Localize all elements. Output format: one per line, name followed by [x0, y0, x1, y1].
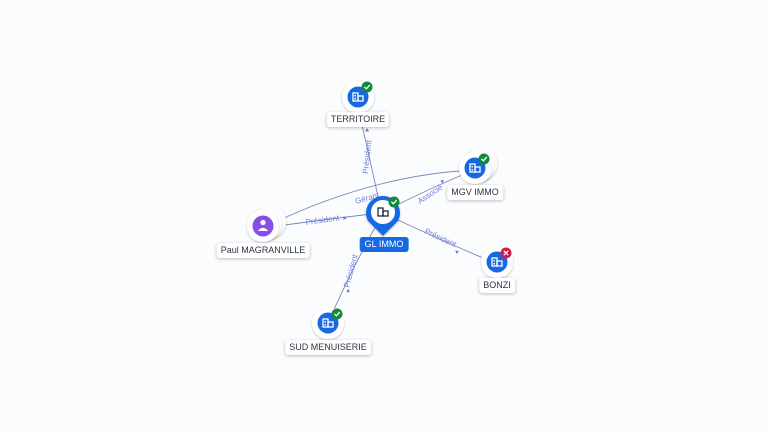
node-territoire[interactable] [342, 81, 374, 113]
label-sud[interactable]: SUD MENUISERIE [285, 340, 371, 355]
status-active-icon [361, 81, 373, 93]
node-mgv[interactable] [459, 148, 497, 184]
label-territoire[interactable]: TERRITOIRE [326, 112, 390, 127]
edge-label-bonzi: Président [423, 227, 458, 250]
label-mgv[interactable]: MGV IMMO [447, 185, 503, 200]
edge-arrows [343, 128, 459, 293]
person-icon [257, 219, 269, 231]
label-center[interactable]: GL IMMO [359, 237, 409, 252]
edge-label-person: Président [305, 213, 340, 227]
status-active-icon [478, 153, 490, 165]
edge-label-sud: Président [342, 253, 360, 289]
node-sud[interactable] [312, 307, 344, 339]
status-active-icon [388, 196, 400, 208]
node-person[interactable] [247, 206, 286, 242]
label-person[interactable]: Paul MAGRANVILLE [216, 243, 310, 258]
edge-label-territoire: Président [361, 139, 374, 174]
edge-mgv-gerant [262, 169, 475, 229]
status-closed-icon [500, 247, 512, 259]
status-active-icon [331, 308, 343, 320]
node-center[interactable] [366, 196, 400, 236]
node-bonzi[interactable] [481, 246, 513, 278]
label-bonzi[interactable]: BONZI [479, 278, 515, 293]
